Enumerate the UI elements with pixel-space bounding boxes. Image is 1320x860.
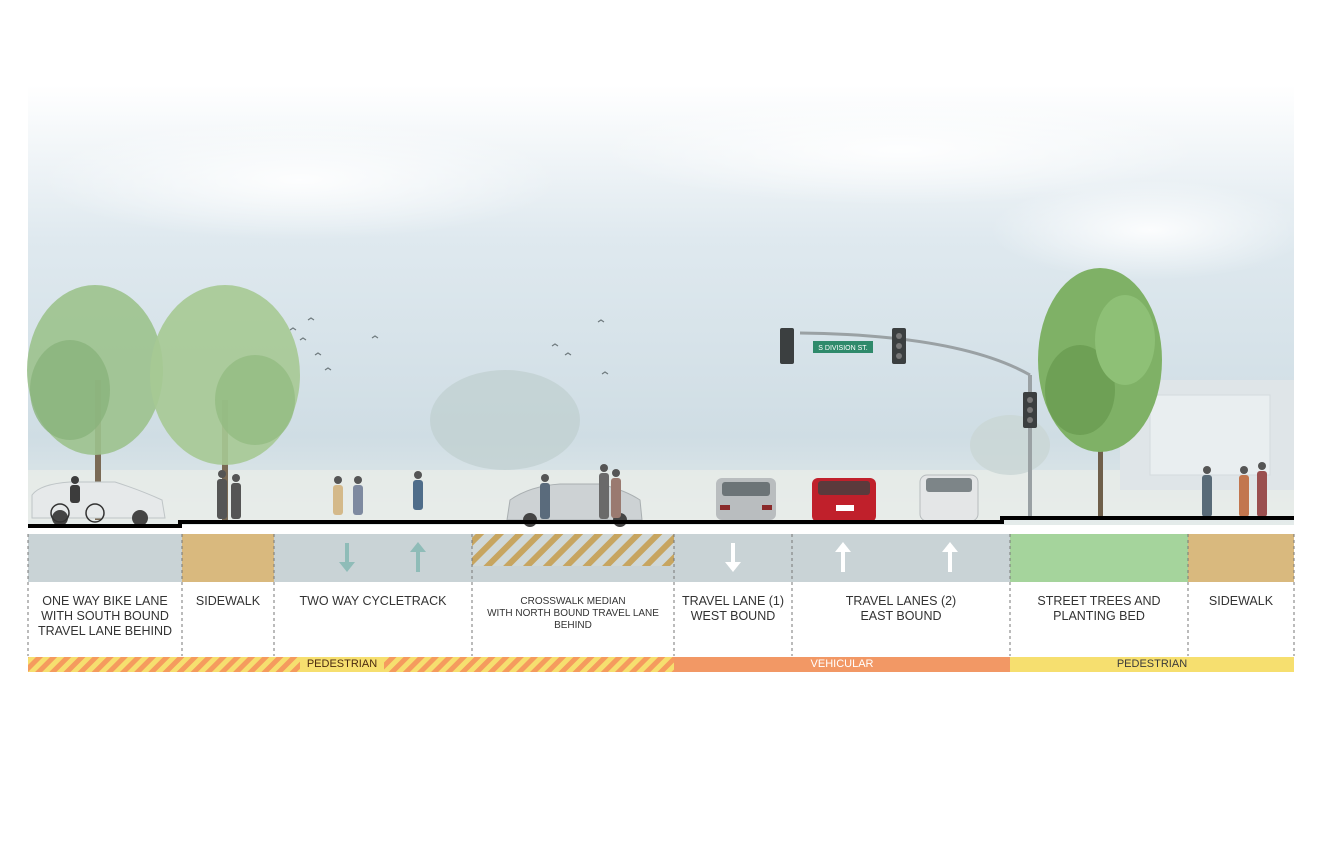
- ground-line: [28, 516, 1294, 528]
- section-label-bike-lane: ONE WAY BIKE LANE WITH SOUTH BOUND TRAVE…: [37, 594, 173, 638]
- tree-right: [1038, 268, 1162, 518]
- arrow-up-icon: [942, 542, 958, 572]
- street-sign: [813, 341, 873, 353]
- column-dividers: [27, 534, 1295, 656]
- cloud: [990, 180, 1310, 280]
- band-median-base: [472, 566, 674, 582]
- arrow-up-icon: [410, 542, 426, 572]
- zone-bar-pedestrian: [1010, 657, 1294, 672]
- band-bike-lane: [28, 534, 182, 582]
- cloud: [40, 120, 560, 240]
- car-left-white: [31, 481, 166, 526]
- band-travel-east: [792, 534, 1010, 582]
- section-label-planting: STREET TREES AND PLANTING BED: [1037, 594, 1161, 623]
- traffic-signal: S DIVISION ST.: [780, 328, 1037, 520]
- zone-bar-vehicular: [674, 657, 1010, 672]
- car-silver-rear: [716, 478, 776, 520]
- section-label-sidewalk-right: SIDEWALK: [1208, 594, 1274, 608]
- section-band: [28, 534, 1294, 582]
- section-label-sidewalk-left: SIDEWALK: [195, 594, 261, 608]
- zone-label-pedestrian-left: PEDESTRIAN: [306, 658, 378, 670]
- band-cycletrack: [274, 534, 472, 582]
- band-median: [472, 534, 674, 566]
- cloud: [600, 95, 1200, 205]
- car-white-rear: [919, 474, 979, 522]
- distant-tree: [970, 415, 1050, 475]
- car-red-rear: [812, 478, 876, 522]
- tree-left-2: [150, 285, 300, 520]
- band-sidewalk-left: [182, 534, 274, 582]
- zone-label-pedestrian-right: PEDESTRIAN: [1116, 658, 1188, 670]
- cyclist: [50, 476, 105, 523]
- pedestrians: [217, 462, 1267, 519]
- street-sign-text: S DIVISION ST.: [818, 345, 867, 352]
- arrow-down-icon: [339, 543, 355, 572]
- section-label-median: CROSSWALK MEDIAN WITH NORTH BOUND TRAVEL…: [487, 596, 659, 631]
- arrow-down-icon: [725, 543, 741, 572]
- section-label-travel-west: TRAVEL LANE (1) WEST BOUND: [681, 594, 785, 623]
- band-sidewalk-right: [1188, 534, 1294, 582]
- tree-left-1: [27, 285, 163, 520]
- birds: [289, 317, 609, 375]
- section-label-cycletrack: TWO WAY CYCLETRACK: [299, 594, 447, 608]
- distant-tree: [430, 370, 580, 470]
- band-planting: [1010, 534, 1188, 582]
- section-label-travel-east: TRAVEL LANES (2) EAST BOUND: [845, 594, 957, 623]
- zone-label-vehicular: VEHICULAR: [810, 658, 874, 670]
- background-building: [1149, 394, 1271, 476]
- arrow-up-icon: [835, 542, 851, 572]
- zone-bar-pedestrian-label-bg: [300, 657, 384, 672]
